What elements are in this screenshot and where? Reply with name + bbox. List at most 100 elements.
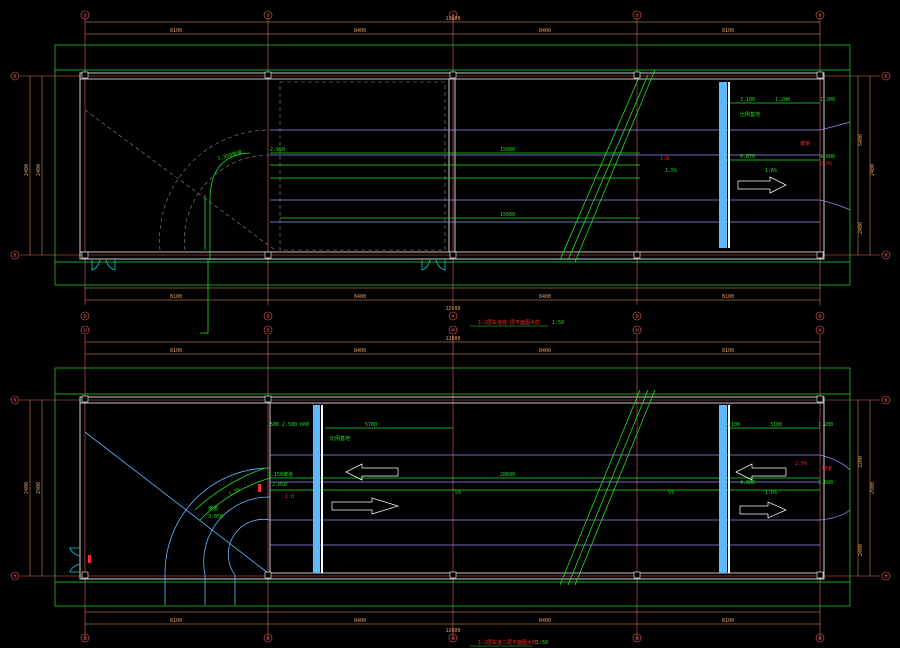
plan-2-bay-dim-4b: 8100 <box>722 618 734 624</box>
plan-2-red-marker-2 <box>258 484 261 492</box>
plan-2-label-q: 1.200 <box>818 422 833 428</box>
plan-2-label-i: 1.5% <box>228 487 241 498</box>
plan-1-dimension-lines <box>29 21 871 301</box>
plan-2-col-label-4b: ⑤ <box>635 636 640 642</box>
plan-1-right-dim-2: 2400 <box>870 164 876 176</box>
plan-2-total-dim-bottom: 12600 <box>445 628 460 634</box>
plan-1-label-right-b: 1.200 <box>820 97 835 103</box>
plan-1-dashed-structure <box>84 81 446 251</box>
plan-1-left-dim-1: 2400 <box>24 164 30 176</box>
plan-1-blue-column <box>719 82 727 248</box>
plan-1-right-dim-1: 5400 <box>858 134 864 146</box>
plan-2-grid-labels: ② ③ ④ ⑤ ⑥ ② ③ ④ ⑤ ⑥ K H K H <box>13 328 887 642</box>
plan-1-grid-bubbles <box>10 10 891 321</box>
plan-1-right-dim-3: 2400 <box>858 222 864 234</box>
plan-1-bay-dim-4: 8100 <box>722 28 734 34</box>
plan-1-label-lane-1: 1:8 <box>660 156 669 162</box>
plan-2-direction-arrows <box>331 463 787 519</box>
plan-1-bay-dim-3: 8400 <box>539 28 551 34</box>
plan-2-caption-scale: 1:50 <box>536 640 548 646</box>
plan-1-label-right-f: 比例基地 <box>740 111 760 118</box>
plan-1-label-ramp-top: 2.950 <box>270 147 285 153</box>
plan-1-col-label-3b: ④ <box>451 314 456 320</box>
plan-1-row-label-h: H <box>13 253 16 259</box>
plan-2-col-label-3: ④ <box>451 328 456 334</box>
plan-1-lanes <box>270 121 851 223</box>
plan-2-bay-dim-2b: 8400 <box>354 618 366 624</box>
plan-1-caption: 1-2层车道底-层平面图大样 <box>478 319 540 326</box>
plan-1-total-dim-bottom: 12600 <box>445 306 460 312</box>
plan-1-col-label-3: ④ <box>451 13 456 19</box>
plan-1-doors <box>91 259 446 271</box>
plan-1-col-label-5: ⑥ <box>818 13 823 19</box>
plan-2-label-k: 3.050 <box>208 514 223 520</box>
plan-1-label-right-g: 坡道 <box>800 140 810 147</box>
plan-2-annotations: 500 2.500 600 5700 比例基地 3.150坡道 2.850 1.… <box>208 422 833 520</box>
plan-2-col-label-2: ③ <box>266 328 271 334</box>
plan-1-direction-arrow <box>737 176 787 194</box>
plan-1-row-label-k: K <box>13 74 16 80</box>
plan-2-right-dim-3: 2400 <box>858 544 864 556</box>
plan-1-row-label-h-right: H <box>884 253 887 259</box>
plan-1-label-lane-3: 15600 <box>500 147 515 153</box>
plan-2-ramp-curves <box>84 431 271 605</box>
plan-1-ramp-lines <box>200 69 820 334</box>
plan-2-label-m: 5% <box>455 490 461 496</box>
plan-1-label-right-c: 2.5% <box>820 161 832 167</box>
plan-2-lanes <box>270 454 851 546</box>
plan-2-bay-dim-4: 8100 <box>722 348 734 354</box>
plan-1-col-label-1b: ② <box>83 314 88 320</box>
plan-2-door <box>69 547 81 573</box>
plan-2-right-dim-1: 3200 <box>858 456 864 468</box>
plan-2-blue-column-right <box>719 405 727 573</box>
plan-2-label-g: 2.850 <box>272 482 287 488</box>
plan-2-row-label-h: H <box>13 574 16 580</box>
plan-2-label-n: 5% <box>668 490 674 496</box>
plan-1-label-right-a: 3.100 <box>740 97 755 103</box>
plan-2-bay-dim-2: 8400 <box>354 348 366 354</box>
plan-1-col-label-4: ⑤ <box>635 13 640 19</box>
plan-1-label-lane-2: 1.5% <box>665 168 677 174</box>
plan-1-total-dim-top: 12600 <box>445 16 460 22</box>
plan-2-label-d: 5700 <box>365 422 377 428</box>
plan-1-bay-dim-1: 8100 <box>170 28 182 34</box>
plan-2-right-dim-2: 2900 <box>870 482 876 494</box>
plan-1-col-label-2b: ③ <box>266 314 271 320</box>
plan-2-row-label-h-right: H <box>884 574 887 580</box>
plan-1-col-label-5b: ⑥ <box>818 314 823 320</box>
plan-1-label-right-e: 4.600 <box>820 154 835 160</box>
plan-2-label-h: 1:8 <box>285 494 294 500</box>
plan-2-dimension-text: 12600 8100 8400 8400 8100 8100 8400 8400… <box>24 336 876 634</box>
plan-2-label-s: 3.600 <box>818 480 833 486</box>
plan-2-label-u: 2.5% <box>795 461 807 467</box>
plan-2-label-v: 坡道 <box>822 465 832 472</box>
plan-1-bay-dim-2b: 8400 <box>354 294 366 300</box>
plan-1-label-right-b-dim: 1.200 <box>775 97 790 103</box>
plan-2-caption: 1-2层车道二层平面图大样 <box>478 639 537 646</box>
plan-1-red-annotations: 1:8 坡道 2.5% <box>660 140 832 167</box>
plan-2-grid-axes <box>20 335 880 640</box>
plan-1-grid-labels: ② ③ ④ ⑤ ⑥ ② ③ ④ ⑤ ⑥ K H K H <box>13 13 887 320</box>
plan-2-red-annotations: 1:8 2.5% 坡道 <box>285 461 832 500</box>
plan-2-label-r: 4.800 <box>740 480 755 486</box>
plan-2-label-a: 500 <box>270 422 279 428</box>
plan-2-bay-dim-3b: 8400 <box>539 618 551 624</box>
plan-2-row-label-k-right: K <box>884 398 887 404</box>
plan-2-col-label-1: ② <box>83 328 88 334</box>
plan-1-col-label-4b: ⑤ <box>635 314 640 320</box>
plan-1-label-right-h: 1:6% <box>765 168 777 174</box>
plan-1-bay-dim-1b: 8100 <box>170 294 182 300</box>
plan-2-bay-dim-1b: 8100 <box>170 618 182 624</box>
plan-2-dimension-lines <box>29 341 871 625</box>
plan-2-blue-column-left <box>313 405 320 573</box>
plan-2-label-o: 3.100 <box>725 422 740 428</box>
plan-2-left-dim-1: 2400 <box>24 482 30 494</box>
plan-2-blue-column-left-edge <box>321 405 323 573</box>
plan-1-bay-dim-3b: 8400 <box>539 294 551 300</box>
plan-1-bay-dim-2: 8400 <box>354 28 366 34</box>
plan-1-left-dim-2: 2400 <box>36 164 42 176</box>
plan-2-label-p: 3100 <box>770 422 782 428</box>
plan-1-walls <box>79 72 825 260</box>
